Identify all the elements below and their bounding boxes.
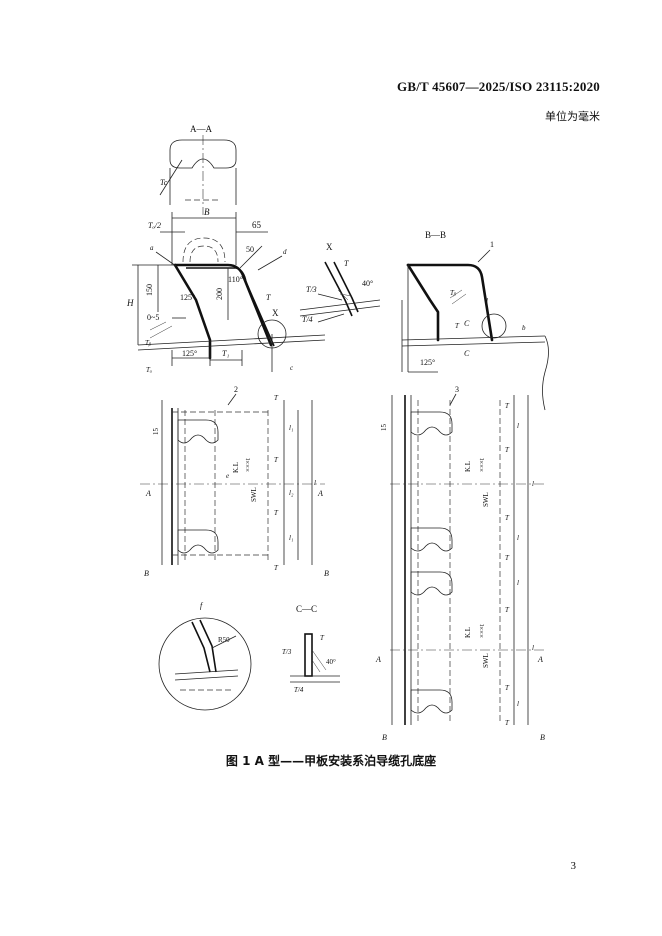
- label-a-right-l: A: [375, 655, 381, 664]
- label-tb-bb: Tᵦ: [450, 289, 456, 297]
- figure-caption: 图 1 A 型——甲板安装系泊导缆孔底座: [225, 754, 437, 768]
- label-t-pl3: T: [274, 509, 279, 517]
- label-c-lower: C: [464, 349, 470, 358]
- label-l-pr1: l: [517, 422, 519, 430]
- label-r50: 50: [246, 245, 254, 254]
- label-t-cc: T: [320, 634, 325, 642]
- label-kl-right2: K.L: [464, 627, 472, 638]
- label-150: 150: [145, 284, 154, 296]
- label-200: 200: [215, 288, 224, 300]
- label-b: B: [204, 207, 210, 217]
- section-bb-title: B—B: [425, 230, 446, 240]
- label-15-right: 15: [380, 424, 388, 432]
- label-t3-cc: T/3: [282, 648, 292, 656]
- label-t-pr4: T: [505, 554, 510, 562]
- label-t-main: T: [266, 293, 271, 302]
- label-t3-x: T/3: [306, 285, 317, 294]
- label-sd: d: [283, 248, 287, 256]
- standard-number: GB/T 45607—2025/ISO 23115:2020: [397, 79, 600, 94]
- label-b-right-a: B: [382, 733, 387, 742]
- page-number: 3: [570, 860, 577, 872]
- detail-f-view: f R50: [158, 601, 252, 711]
- label-f-bb: l: [486, 297, 488, 305]
- label-t-pr6: T: [505, 684, 510, 692]
- section-aa-title: A—A: [190, 124, 212, 134]
- label-n1: 1: [490, 240, 494, 249]
- label-kl-right1: K.L: [464, 461, 472, 472]
- label-se-left: e: [226, 472, 229, 480]
- label-15-left: 15: [152, 428, 160, 436]
- detail-x-title: X: [326, 242, 333, 252]
- plan-view-left: 2 A A B B 15 K.L ×××t SWL e T l₁ T l₂ T …: [140, 385, 329, 578]
- label-40-x: 40°: [362, 279, 373, 288]
- label-td-half: Tₐ/2: [148, 221, 161, 230]
- label-gap: 0~5: [147, 313, 159, 322]
- label-125-upper: 125°: [180, 293, 195, 302]
- label-l-pr2: l: [532, 480, 534, 488]
- label-t4-x: T/4: [302, 315, 313, 324]
- detail-x-view: X T T/3 T/4 40°: [299, 242, 381, 324]
- label-t-pl2: T: [274, 456, 279, 464]
- label-l1-pl1: l₁: [289, 424, 293, 432]
- label-t-pr1: T: [505, 402, 510, 410]
- label-sc-main: c: [290, 364, 294, 372]
- label-x-main: X: [272, 308, 279, 318]
- label-b-left-a: B: [144, 569, 149, 578]
- label-t-bb: T: [455, 322, 460, 330]
- label-t-pr3: T: [505, 514, 510, 522]
- plan-view-right: 3 A A B B 15 K.L ×××t SWL K.L ×××t SWL T…: [375, 385, 545, 742]
- label-40-cc: 40°: [326, 658, 336, 666]
- section-cc-view: C—C T T/3 T/4 40°: [282, 604, 340, 694]
- label-t-pr5: T: [505, 606, 510, 614]
- label-125-lower: 125°: [182, 349, 197, 358]
- label-tc-aa: Tc: [160, 178, 168, 187]
- section-aa-view: A—A Tc: [159, 124, 237, 215]
- label-sa: a: [150, 244, 154, 252]
- label-kl-left: K.L: [232, 462, 240, 473]
- label-l-pl: l: [314, 479, 316, 487]
- label-t4-cc: T/4: [294, 686, 304, 694]
- label-l-pr5: l: [532, 644, 534, 652]
- label-xxxt-left: ×××t: [244, 458, 252, 472]
- label-xxxt-right2: ×××t: [478, 624, 486, 638]
- label-t-pr7: T: [505, 719, 510, 727]
- label-tb: Tᵦ: [145, 339, 151, 347]
- label-t-pl1: T: [274, 394, 279, 402]
- label-r50-f: R50: [218, 636, 230, 644]
- label-sb: b: [522, 324, 526, 332]
- label-t-pl4: T: [274, 564, 279, 572]
- section-cc-title: C—C: [296, 604, 317, 614]
- section-bb-view: B—B 1 Tᵦ l T C C 125° b: [401, 230, 549, 411]
- label-xxxt-right1: ×××t: [478, 458, 486, 472]
- label-l-pr6: l: [517, 700, 519, 708]
- label-l-pr3: l: [517, 534, 519, 542]
- label-l2-pl: l₂: [289, 489, 294, 497]
- label-t-pr2: T: [505, 446, 510, 454]
- label-a-left: A: [145, 489, 151, 498]
- label-c-upper: C: [464, 319, 470, 328]
- label-swl-right1: SWL: [482, 492, 490, 507]
- label-65: 65: [252, 220, 262, 230]
- label-ta: Tₐ: [146, 366, 152, 374]
- label-t1: T₁: [222, 349, 229, 358]
- label-h: H: [126, 298, 134, 308]
- unit-note: 单位为毫米: [545, 110, 600, 123]
- label-110: 110°: [228, 275, 243, 284]
- label-b-left-b: B: [324, 569, 329, 578]
- label-b-right-b: B: [540, 733, 545, 742]
- label-l-pr4: l: [517, 579, 519, 587]
- label-l1-pl2: l₁: [289, 534, 293, 542]
- label-n2: 2: [234, 385, 238, 394]
- label-a-right: A: [317, 489, 323, 498]
- label-125-bb: 125°: [420, 358, 435, 367]
- label-a-right-r: A: [537, 655, 543, 664]
- label-t-x: T: [344, 259, 349, 268]
- label-n3: 3: [455, 385, 459, 394]
- main-elevation-view: B Tₐ/2 65 50 d 110° H 150 200 125°: [126, 207, 326, 374]
- detail-f-title: f: [200, 601, 204, 610]
- label-swl-right2: SWL: [482, 653, 490, 668]
- label-swl-left: SWL: [250, 487, 258, 502]
